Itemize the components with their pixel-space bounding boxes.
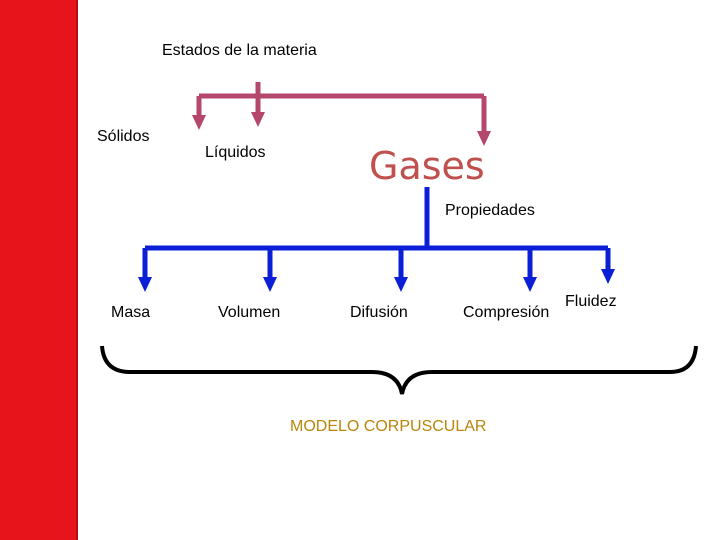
arrowhead-fluidez — [601, 269, 615, 284]
arrowhead-gases — [477, 131, 491, 146]
curly-brace — [100, 345, 698, 395]
red-sidebar — [0, 0, 78, 540]
property-volumen: Volumen — [218, 304, 281, 321]
property-masa: Masa — [111, 304, 151, 321]
properties-header: Propiedades — [445, 202, 535, 219]
arrowhead-volumen — [263, 277, 277, 292]
model-label: MODELO CORPUSCULAR — [290, 418, 487, 435]
property-fluidez: Fluidez — [565, 293, 617, 310]
states-connector — [196, 82, 487, 132]
diagram-title: Estados de la materia — [162, 42, 317, 59]
state-liquidos: Líquidos — [205, 144, 266, 161]
arrowhead-compresion — [523, 277, 537, 292]
state-solidos: Sólidos — [97, 128, 150, 145]
properties-connector — [142, 187, 611, 278]
property-compresion: Compresión — [463, 304, 550, 321]
arrowhead-difusion — [394, 277, 408, 292]
state-gases: Gases — [369, 144, 485, 188]
arrowhead-solidos — [192, 115, 206, 130]
states-arrowheads — [192, 112, 491, 146]
arrowhead-liquidos — [251, 112, 265, 127]
properties-arrowheads — [138, 269, 615, 292]
arrowhead-masa — [138, 277, 152, 292]
property-difusion: Difusión — [350, 304, 408, 321]
